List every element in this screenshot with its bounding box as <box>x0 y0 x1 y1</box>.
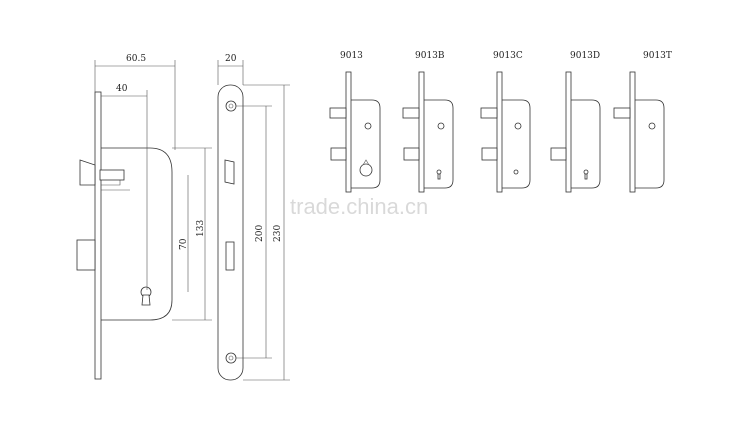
faceplate <box>217 84 244 381</box>
dim-screw-distance: 200 <box>236 105 272 359</box>
model-9013d: 9013D <box>550 51 601 193</box>
dim-faceplate-width: 20 <box>217 54 244 85</box>
dim-center-distance: 70 <box>179 175 189 292</box>
dim-screw-distance-label: 200 <box>255 225 265 242</box>
dim-width-total: 60.5 <box>94 54 176 150</box>
dim-center-distance-label: 70 <box>179 238 189 250</box>
model-label-9013: 9013 <box>340 51 363 61</box>
dim-backset: 40 <box>101 84 148 290</box>
dim-faceplate-width-label: 20 <box>225 54 237 64</box>
model-label-9013t: 9013T <box>643 51 672 61</box>
keyhole-slot <box>141 294 151 306</box>
latch-bolt <box>79 159 96 186</box>
model-label-9013c: 9013C <box>493 51 523 61</box>
lock-body-side-view <box>76 91 173 380</box>
dim-case-height-label: 133 <box>196 220 206 237</box>
model-9013c: 9013C <box>480 51 531 193</box>
model-9013t: 9013T <box>613 51 672 193</box>
model-9013b: 9013B <box>402 51 454 193</box>
latch-spring-coil <box>99 169 125 181</box>
dim-backset-label: 40 <box>116 84 128 94</box>
top-screw-hole <box>225 100 237 112</box>
model-label-9013d: 9013D <box>570 51 600 61</box>
latch-opening <box>224 159 235 185</box>
dim-case-height: 133 <box>172 147 212 321</box>
model-9013: 9013 <box>329 51 381 193</box>
faceplate-front-view <box>217 84 244 381</box>
lock-faceplate-strip <box>94 91 102 380</box>
dim-width-total-label: 60.5 <box>126 54 146 64</box>
watermark: trade.china.cn <box>290 194 428 219</box>
bottom-screw-hole <box>225 352 237 364</box>
dim-faceplate-height-label: 230 <box>273 225 283 242</box>
dim-faceplate-height: 230 <box>243 84 290 381</box>
model-label-9013b: 9013B <box>415 51 445 61</box>
lock-case <box>101 147 173 321</box>
bolt-opening <box>225 241 235 271</box>
dead-bolt <box>76 239 96 271</box>
